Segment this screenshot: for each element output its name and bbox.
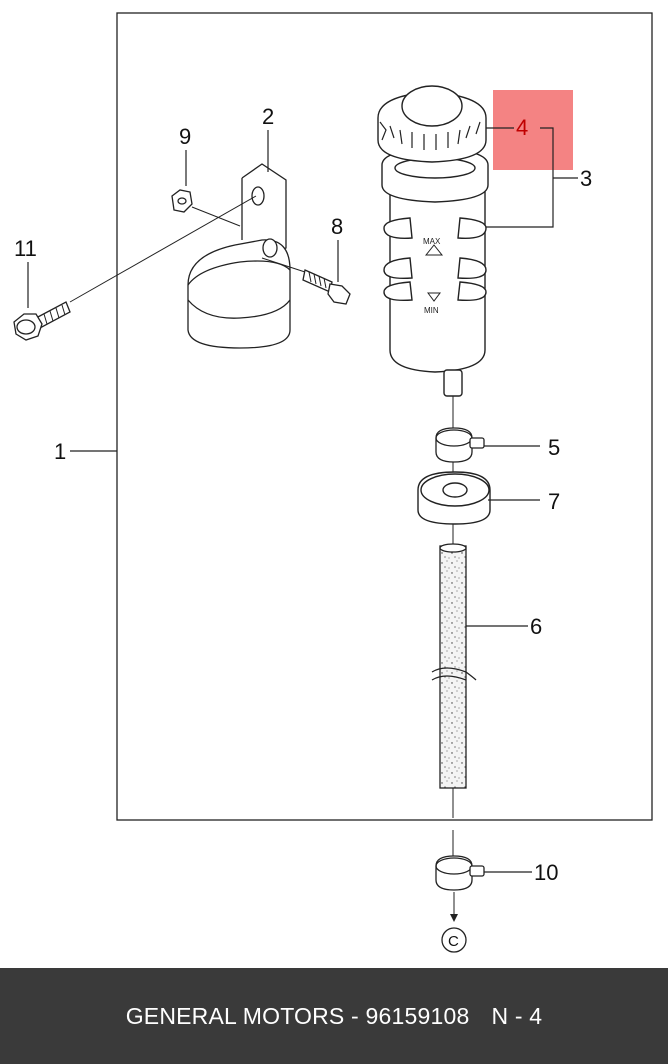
callout-4-label: 4	[516, 115, 528, 140]
highlight-box	[493, 90, 573, 170]
callout-6: 6	[466, 614, 542, 639]
brand-part-number: GENERAL MOTORS - 96159108	[125, 1002, 470, 1029]
callout-7: 7	[488, 489, 560, 514]
assembly-frame	[116, 12, 653, 821]
callout-5: 5	[484, 435, 560, 460]
reservoir-tank	[381, 147, 489, 397]
callout-1: 1	[54, 439, 117, 464]
hose-clamp-upper	[435, 427, 485, 463]
flange-bolt	[13, 195, 257, 341]
callout-10-label: 10	[534, 860, 558, 885]
callout-3: 3	[486, 127, 592, 228]
hose	[431, 524, 477, 818]
connector-c: C	[441, 892, 467, 953]
callout-8: 8	[331, 214, 343, 282]
callout-10: 10	[484, 860, 558, 885]
callout-6-label: 6	[530, 614, 542, 639]
callout-9-label: 9	[179, 124, 191, 149]
rubber-grommet	[417, 462, 491, 525]
footer-bar: GENERAL MOTORS - 96159108 N - 4	[0, 968, 668, 1064]
callout-4: 4	[486, 115, 528, 140]
hex-nut	[171, 189, 241, 227]
callout-1-label: 1	[54, 439, 66, 464]
callout-5-label: 5	[548, 435, 560, 460]
min-level-mark: MIN	[424, 306, 439, 315]
bolt-short	[261, 257, 351, 305]
connector-c-label: C	[448, 933, 459, 950]
hose-clamp-lower	[435, 830, 485, 891]
callout-11-label: 11	[14, 236, 37, 261]
max-level-mark: MAX	[423, 237, 441, 246]
reservoir-cap	[377, 85, 487, 163]
parts-diagram: 1 2 9 8	[13, 12, 653, 953]
page-reference: N - 4	[491, 1002, 543, 1029]
callout-3-label: 3	[580, 166, 592, 191]
callout-8-label: 8	[331, 214, 343, 239]
callout-9: 9	[179, 124, 191, 186]
callout-2-label: 2	[262, 104, 274, 129]
callout-11: 11	[14, 236, 37, 308]
callout-2: 2	[262, 104, 274, 172]
callout-7-label: 7	[548, 489, 560, 514]
bracket-clamp	[187, 163, 291, 349]
